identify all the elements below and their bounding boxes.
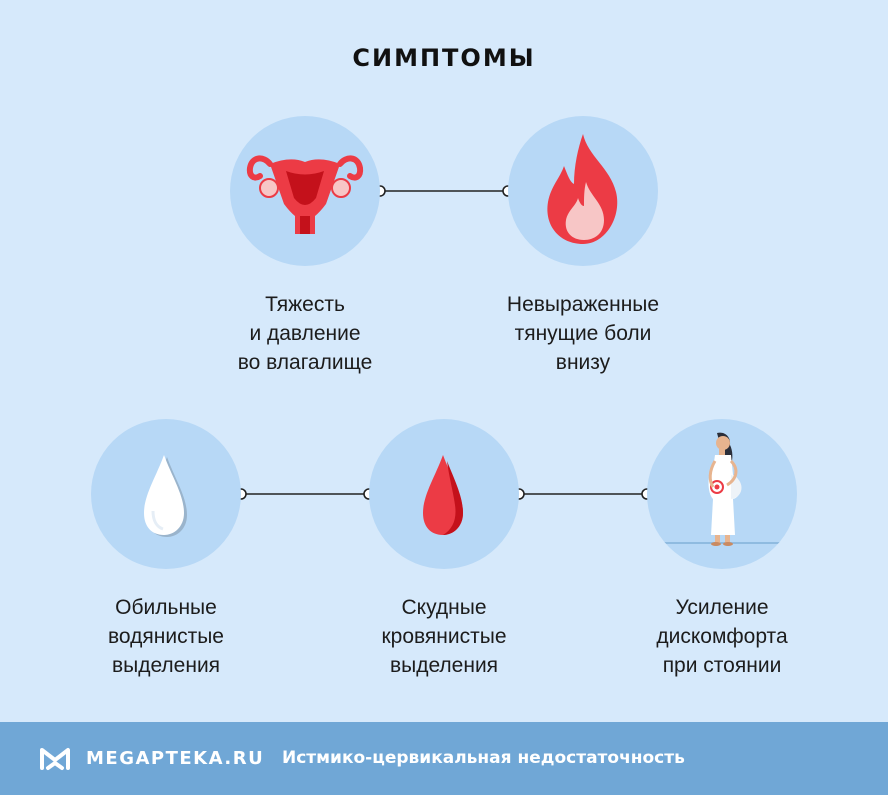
uterus-icon: [246, 155, 364, 234]
footer-bar: MEGAPTEKA.RU Истмико-цервикальная недост…: [0, 722, 888, 795]
symptom-circle-1: [230, 116, 380, 266]
symptom-label-5: Усиление дискомфорта при стоянии: [656, 596, 788, 677]
symptom-label-1: Тяжесть и давление во влагалище: [237, 293, 373, 374]
symptom-label-4: Скудные кровянистые выделения: [381, 596, 507, 677]
pregnant-woman-icon: [647, 432, 797, 546]
footer-caption: Истмико-цервикальная недостаточность: [282, 748, 685, 768]
brand-name[interactable]: MEGAPTEKA.RU: [86, 748, 265, 769]
symptom-circle-5: [647, 419, 797, 569]
symptom-circle-4: [369, 419, 519, 569]
symptom-label-3: Обильные водянистые выделения: [108, 596, 224, 677]
flame-icon: [547, 134, 618, 244]
white-drop-icon: [144, 455, 187, 537]
blood-drop-icon: [423, 455, 463, 535]
symptom-circle-2: [508, 116, 658, 266]
megapteka-logo-icon: [40, 748, 70, 770]
page-title: СИМПТОМЫ: [352, 44, 536, 72]
symptom-circle-3: [91, 419, 241, 569]
symptom-label-2: Невыраженные тянущие боли внизу: [506, 293, 660, 374]
